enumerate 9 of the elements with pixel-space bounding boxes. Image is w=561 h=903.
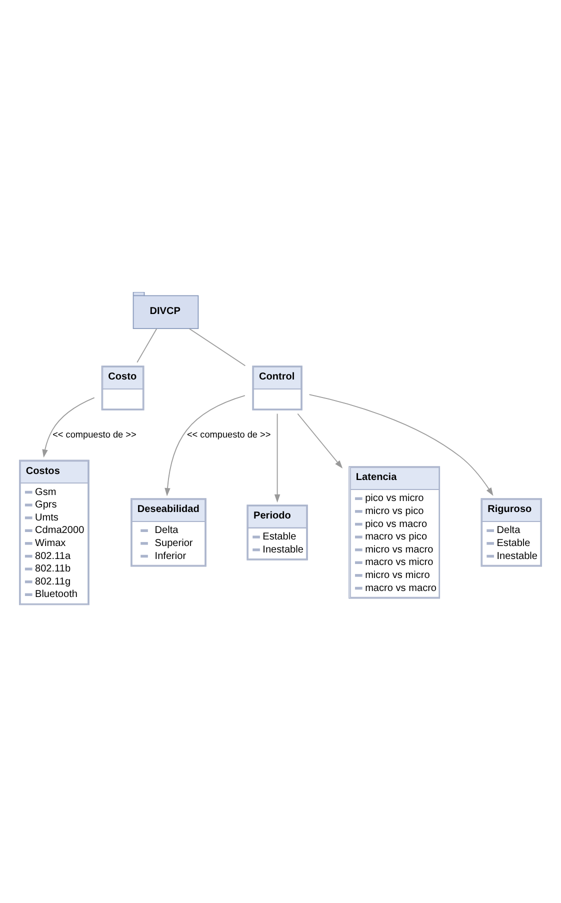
connector	[136, 328, 158, 362]
edge-label: << compuesto de >>	[186, 428, 271, 439]
arrow	[42, 396, 95, 458]
arrow	[164, 394, 246, 496]
arrow	[308, 394, 494, 496]
arrow	[297, 412, 343, 468]
edge-label: << compuesto de >>	[52, 428, 136, 439]
arrow	[274, 412, 280, 502]
connector	[188, 328, 246, 366]
